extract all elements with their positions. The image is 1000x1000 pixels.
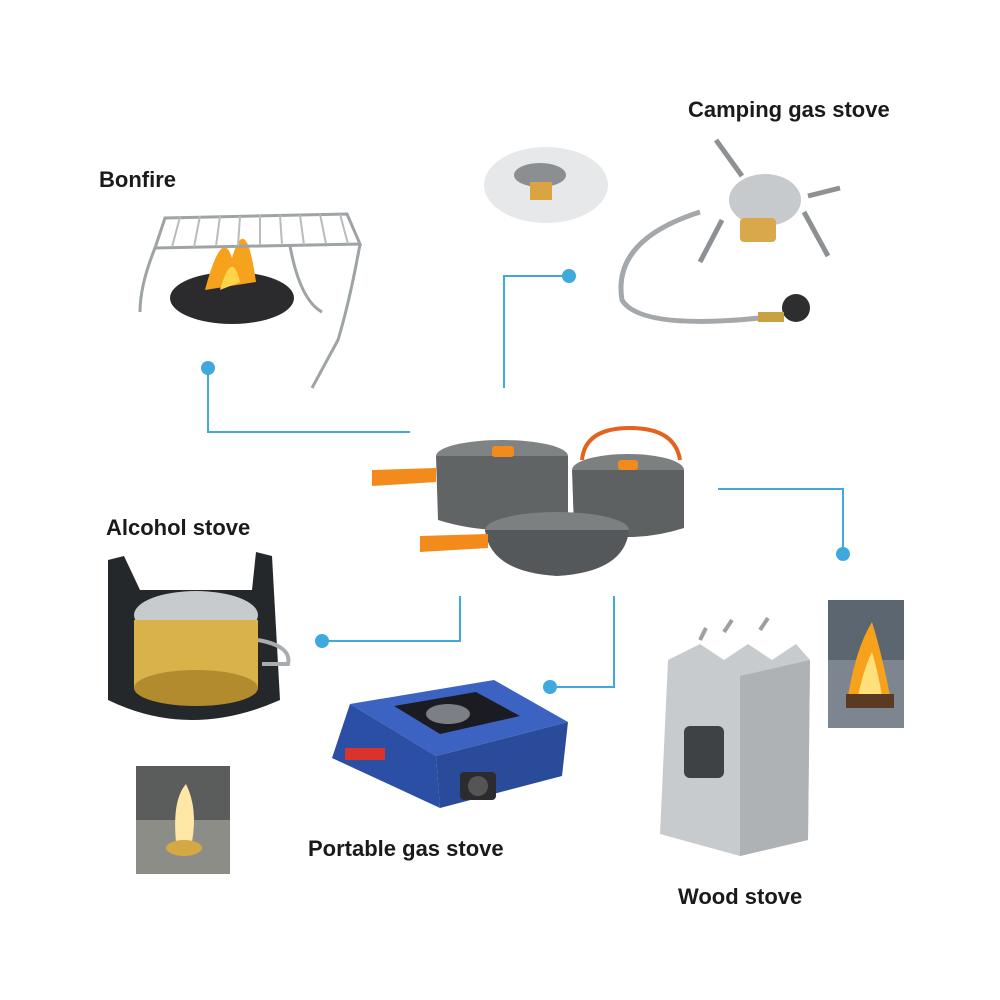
label-portable-gas-stove: Portable gas stove	[308, 836, 504, 861]
alcohol-flame-photo	[136, 766, 230, 874]
connector-alcohol	[322, 596, 461, 642]
dot-camping-gas	[562, 269, 576, 283]
connector-camping-gas	[503, 275, 569, 388]
alcohol-stove-icon	[108, 552, 291, 720]
dot-portable	[543, 680, 557, 694]
connector-portable	[550, 596, 615, 688]
connector-wood	[718, 488, 844, 554]
wood-stove-icon	[660, 616, 810, 856]
connectors	[207, 275, 844, 688]
label-alcohol-stove: Alcohol stove	[106, 515, 251, 540]
label-camping-gas-stove: Camping gas stove	[688, 97, 890, 122]
dot-bonfire	[201, 361, 215, 375]
label-wood-stove: Wood stove	[678, 884, 803, 909]
dot-alcohol	[315, 634, 329, 648]
bonfire-grill-icon	[138, 212, 363, 389]
camping-gas-stove-icon	[484, 138, 841, 324]
connector-dots	[201, 269, 850, 694]
wood-fire-photo	[828, 600, 904, 728]
dot-wood	[836, 547, 850, 561]
portable-gas-stove-icon	[332, 680, 568, 808]
connector-bonfire	[207, 368, 410, 433]
cookware-set-icon	[372, 425, 684, 576]
label-bonfire: Bonfire	[99, 167, 176, 192]
